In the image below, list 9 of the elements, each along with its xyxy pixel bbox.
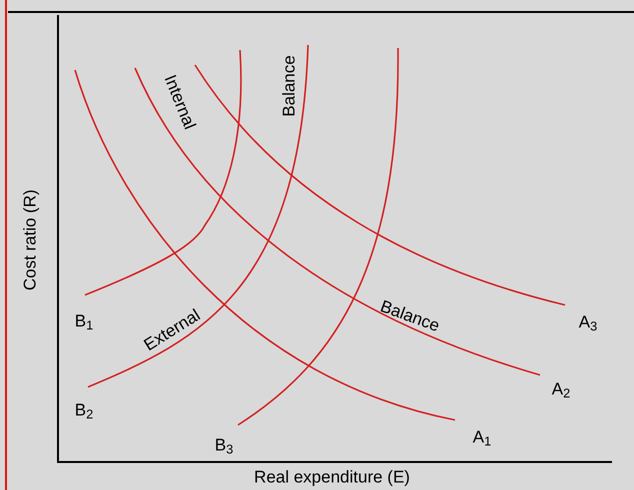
axis-label: Real expenditure (E)	[254, 468, 410, 486]
curve-label: Balance	[280, 55, 298, 117]
curve-label: B$_{3}$	[214, 436, 234, 454]
curve-label: A$_{3}$	[578, 314, 598, 330]
curve-label: A$_{2}$	[552, 380, 570, 398]
axis-label: Cost ratio (R)	[22, 189, 38, 291]
curve-label: B$_{1}$	[74, 312, 94, 330]
curve-label: B$_{2}$	[74, 402, 94, 418]
curve-label: A$_{1}$	[472, 428, 492, 446]
